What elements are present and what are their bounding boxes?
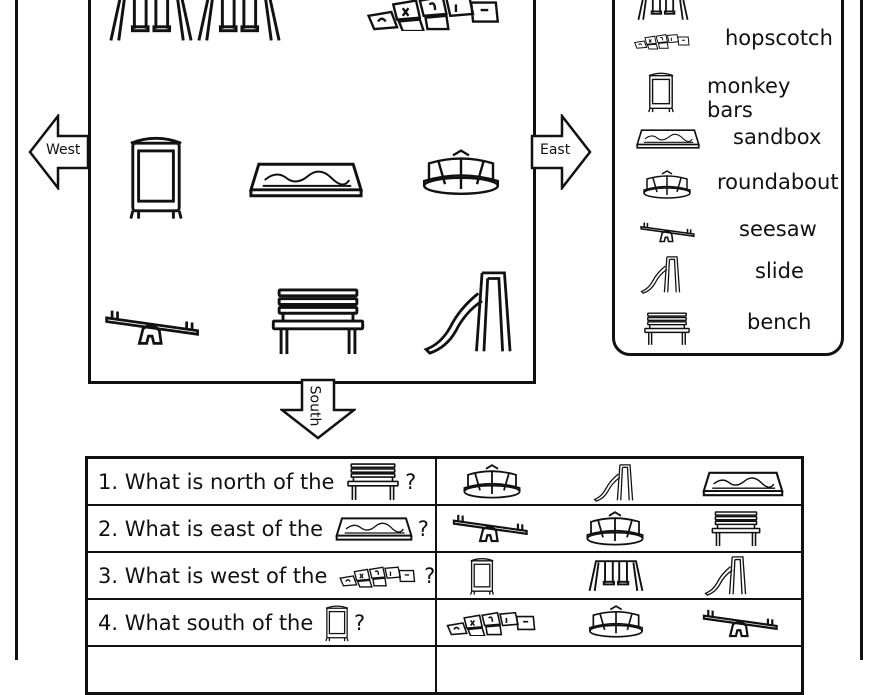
answer-choices [435, 598, 804, 647]
question-text: 2. What is east of the ? [85, 504, 438, 553]
question-prefix: What is east of the [124, 516, 324, 541]
legend-label-hopscotch: hopscotch [725, 26, 833, 50]
monkey-bars-icon [127, 133, 185, 221]
question-text: 4. What south of the ? [85, 598, 438, 647]
question-text [85, 645, 438, 695]
monkey-bars-icon [324, 604, 350, 642]
question-row [85, 645, 804, 695]
monkey-bars-icon [647, 71, 675, 113]
roundabout-icon [641, 170, 693, 200]
question-row: 1. What is north of the ? [85, 456, 804, 506]
question-row: 4. What south of the ? [85, 598, 804, 647]
question-text: 3. What is west of the ? [85, 551, 438, 600]
seesaw-icon[interactable] [701, 608, 781, 638]
questions-table: 1. What is north of the ? 2. What is eas… [85, 456, 805, 695]
swing-set-icon [635, 0, 691, 21]
question-number: 4. [98, 610, 119, 635]
question-mark: ? [353, 610, 366, 635]
seesaw-icon[interactable] [451, 512, 531, 544]
bench-icon [643, 312, 691, 346]
answer-choices [435, 456, 804, 506]
question-text: 1. What is north of the ? [85, 456, 438, 506]
hopscotch-icon [361, 0, 511, 31]
seesaw-icon [103, 307, 203, 347]
question-prefix: What is west of the [124, 564, 328, 588]
answer-choices [435, 504, 804, 553]
seesaw-icon [639, 221, 697, 243]
question-prefix: What south of the [124, 610, 314, 635]
question-number: 3. [98, 564, 119, 588]
legend-label-sandbox: sandbox [733, 125, 822, 149]
bench-icon [345, 463, 401, 501]
sandbox-icon [635, 127, 701, 151]
legend-label-monkey-bars: monkey bars [707, 74, 791, 122]
bench-icon[interactable] [709, 511, 763, 547]
roundabout-icon [421, 147, 501, 199]
slide-icon[interactable] [589, 464, 639, 502]
question-mark: ? [417, 516, 429, 541]
swing-set-icon[interactable] [587, 556, 645, 596]
answer-choices [435, 551, 804, 600]
roundabout-icon[interactable] [583, 511, 647, 547]
sandbox-icon [334, 515, 414, 543]
hopscotch-icon [633, 32, 693, 50]
slide-icon[interactable] [701, 556, 751, 596]
swing-set-icon [195, 0, 283, 43]
swing-set-icon [107, 0, 195, 43]
playground-map [88, 0, 536, 384]
slide-icon [417, 271, 521, 355]
question-row: 3. What is west of the ? [85, 551, 804, 600]
roundabout-icon[interactable] [585, 605, 647, 639]
south-label: South [306, 385, 323, 427]
east-arrow: East [530, 114, 592, 190]
question-number: 2. [98, 516, 119, 541]
question-prefix: What is north of the [124, 469, 335, 494]
question-number: 1. [98, 469, 119, 494]
legend-label-roundabout: roundabout [717, 170, 839, 194]
legend-box: hopscotch monkey bars sandbox roundabout… [612, 0, 844, 356]
east-label: East [540, 142, 571, 158]
hopscotch-icon[interactable] [445, 610, 541, 636]
page-border [15, 0, 18, 660]
roundabout-icon[interactable] [459, 464, 525, 500]
question-mark: ? [424, 564, 436, 588]
monkey-bars-icon[interactable] [469, 556, 495, 596]
slide-icon [639, 256, 683, 294]
west-arrow: West [28, 114, 90, 190]
west-label: West [46, 142, 81, 158]
hopscotch-icon [338, 564, 420, 588]
bench-icon [267, 288, 369, 356]
question-mark: ? [405, 469, 417, 494]
page-border [860, 0, 863, 660]
legend-label-seesaw: seesaw [739, 217, 817, 241]
sandbox-icon [247, 159, 365, 201]
legend-label-slide: slide [755, 259, 804, 283]
sandbox-icon[interactable] [701, 470, 785, 498]
legend-label-bench: bench [747, 310, 812, 334]
south-arrow: South [280, 378, 356, 440]
answer-choices [435, 645, 804, 695]
question-row: 2. What is east of the ? [85, 504, 804, 553]
